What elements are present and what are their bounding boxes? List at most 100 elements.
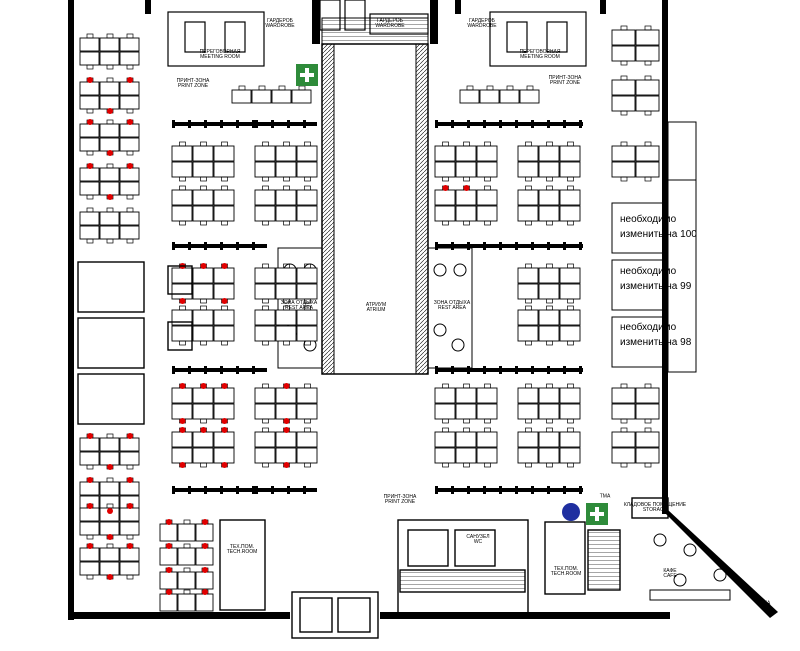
rest-area-right-label: ЗОНА ОТДЫХА REST AREA [433,300,471,311]
first-aid-icon [296,64,318,86]
desk [635,145,660,162]
chair [442,383,449,389]
chair [200,305,207,311]
partition-beam [172,368,267,372]
desk [517,325,539,342]
chair [644,110,652,116]
desk [476,387,498,404]
chair [546,220,553,226]
desk [611,431,636,448]
chair [463,462,470,468]
chair [442,418,449,424]
desk [79,547,100,562]
desk [275,431,297,448]
desk [254,387,276,404]
desk [195,523,214,542]
chair [525,305,532,311]
chair [644,141,652,147]
partition-beam [435,244,583,248]
occupied-seat-dot [442,185,449,191]
desk [538,267,560,284]
desk [538,325,560,342]
desk [254,403,276,420]
chair [525,340,532,346]
chair [620,383,628,389]
desk [119,81,140,96]
column [579,486,582,494]
desk [559,387,581,404]
column [252,120,255,128]
print-zone-label: ПРИНТ-ЗОНА PRINT ZONE [176,78,210,89]
chair [567,427,574,433]
chair [283,263,290,269]
desk [559,161,581,178]
chair [486,85,494,91]
column [236,366,239,374]
desk [635,447,660,464]
correction-note: необходимо изменить на 100 [620,212,697,242]
desk [611,387,636,404]
desk [119,211,140,226]
column [547,486,550,494]
occupied-seat-dot [221,418,228,424]
column [252,242,255,250]
desk [192,447,214,464]
chair [238,85,246,91]
meeting-room-right-label: ПЕРЕГОВОРНАЯ MEETING ROOM [519,49,561,60]
desk [99,123,120,138]
chair [86,574,94,580]
desk [119,181,140,196]
desk [275,387,297,404]
chair [200,185,207,191]
location-marker-icon [562,503,580,521]
occupied-seat-dot [107,534,113,540]
desk [455,145,477,162]
desk [213,189,235,206]
chair [262,305,269,311]
column [204,242,207,250]
desk [213,325,235,342]
tech-room-right-label: ТЕХ.ПОМ. TECH.ROOM [550,566,582,577]
desk [119,547,140,562]
correction-note: необходимо изменить на 99 [620,264,691,294]
desk [119,95,140,110]
chair [106,64,114,70]
column [236,242,239,250]
desk [171,403,193,420]
desk [517,309,539,326]
column [563,242,566,250]
desk [99,137,120,152]
column [172,120,175,128]
column [467,242,470,250]
desk [119,123,140,138]
chair [466,85,474,91]
desk [517,267,539,284]
chair [463,427,470,433]
desk [99,81,120,96]
desk [254,431,276,448]
desk [177,593,196,612]
occupied-seat-dot [179,383,186,389]
occupied-seat-dot [202,543,208,549]
chair [567,141,574,147]
note-line: необходимо [620,322,677,333]
occupied-seat-dot [107,464,113,470]
desk [213,403,235,420]
desk [296,189,318,206]
note-line: изменить на 99 [620,281,692,292]
desk [159,593,178,612]
desk [213,283,235,300]
column [451,486,454,494]
desk [195,547,214,566]
desk [119,137,140,152]
wardrobe-label: ГАРДЕРОБ WARDROBE [375,18,405,29]
chair [463,418,470,424]
desk [79,181,100,196]
desk [213,309,235,326]
tma-label: ТМА [599,493,611,500]
desk [192,161,214,178]
chair [179,141,186,147]
meeting-room-left-label: ПЕРЕГОВОРНАЯ MEETING ROOM [199,49,241,60]
chair [463,383,470,389]
meeting-room-left [167,11,265,67]
